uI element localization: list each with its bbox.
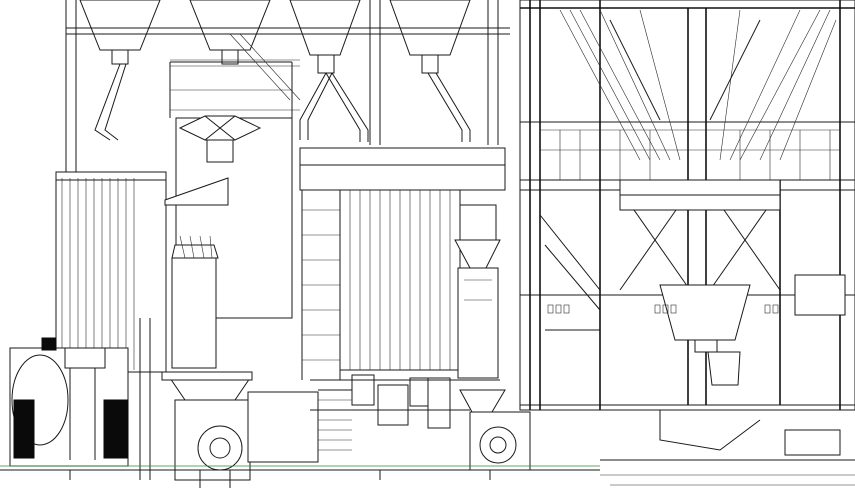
separator-cone xyxy=(164,177,229,206)
right-separator xyxy=(454,204,501,379)
vent-grille-1 xyxy=(545,304,600,331)
right-cyclone-cone xyxy=(454,239,501,269)
left-blower-unit xyxy=(9,337,129,467)
rotary-valve xyxy=(707,351,741,386)
vent-grille-2 xyxy=(654,304,677,314)
right-equipment-box xyxy=(794,274,846,316)
hopper-2 xyxy=(189,0,271,51)
right-fan-wheel xyxy=(479,426,517,464)
center-blower-unit xyxy=(139,318,319,481)
right-steel-structure xyxy=(519,0,855,456)
central-separator xyxy=(164,61,293,369)
blower-motor-dark xyxy=(13,399,35,459)
bottom-hopper xyxy=(659,284,751,341)
access-stair xyxy=(318,389,352,451)
left-boiler-body xyxy=(55,171,167,373)
separator-riser xyxy=(171,257,217,369)
hopper-left xyxy=(79,0,161,51)
center-fan-wheel xyxy=(197,425,243,471)
ash-doors xyxy=(310,374,500,429)
top-frame xyxy=(65,0,510,175)
right-riser xyxy=(457,267,499,379)
chute-left xyxy=(94,63,121,141)
left-tube-bank xyxy=(55,171,167,373)
center-motor-box xyxy=(247,391,319,463)
hopper-left-neck xyxy=(111,49,129,65)
right-blower-unit xyxy=(459,389,531,471)
base-equipment xyxy=(784,429,841,456)
upper-drum xyxy=(299,147,506,191)
ground-line xyxy=(0,459,855,488)
center-tube-bank xyxy=(299,147,506,380)
vent-grille-3 xyxy=(764,304,779,314)
